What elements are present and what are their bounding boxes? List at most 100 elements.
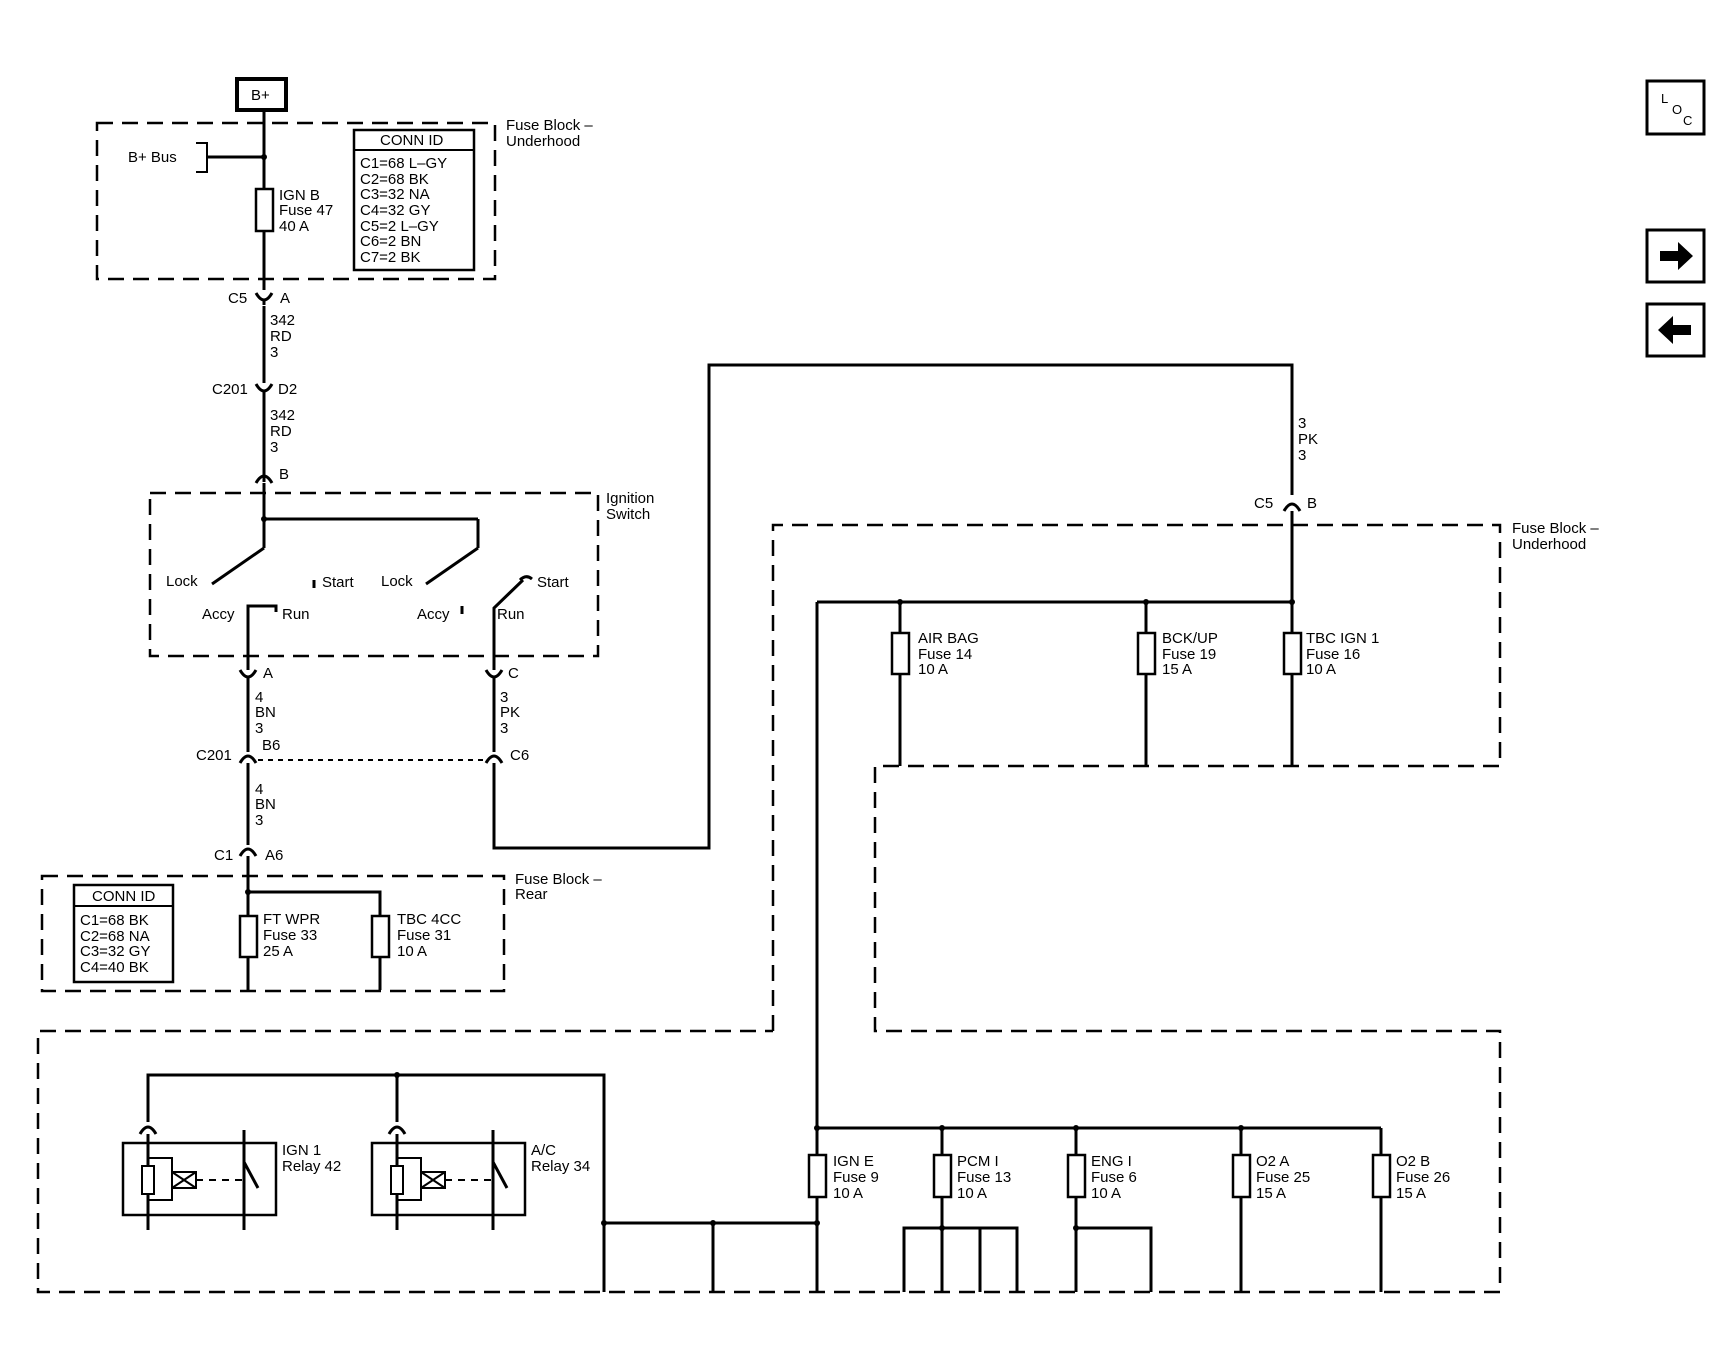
diagram-label: C3=32 NA (360, 186, 430, 203)
diagram-label: BN (255, 704, 276, 721)
diagram-label: Run (497, 606, 525, 623)
previous-page-button[interactable] (1645, 302, 1706, 358)
diagram-label: C1=68 L–GY (360, 155, 447, 172)
fuse-pcm-i (932, 1153, 953, 1199)
diagram-label: O2 B (1396, 1153, 1430, 1170)
fuse-block-underhood-title-2: Underhood (506, 133, 580, 150)
diagram-label: Fuse 47 (279, 202, 333, 219)
diagram-label: C6=2 BN (360, 233, 421, 250)
diagram-label: TBC 4CC (397, 911, 461, 928)
diagram-label: B (279, 466, 289, 483)
diagram-label: Fuse 31 (397, 927, 451, 944)
diagram-label: Accy (202, 606, 235, 623)
diagram-label: C3=32 GY (80, 943, 150, 960)
diagram-label: 3 (500, 720, 508, 737)
diagram-label: O (1672, 102, 1682, 117)
diagram-label: C7=2 BK (360, 249, 420, 266)
diagram-label: Lock (381, 573, 413, 590)
fuse-block-rear-title-1: Fuse Block – (515, 871, 602, 888)
diagram-label: 3 (270, 439, 278, 456)
connector-c5-b-pin: B (1307, 495, 1317, 512)
next-page-button[interactable] (1645, 228, 1706, 284)
diagram-label: IGN B (279, 187, 320, 204)
fuse-block-rear-box (40, 874, 506, 993)
diagram-label: BCK/UP (1162, 630, 1218, 647)
connector-c5-a-pin: A (280, 290, 290, 307)
diagram-label: IGN E (833, 1153, 874, 1170)
diagram-label: Fuse 14 (918, 646, 972, 663)
diagram-label: C5=2 L–GY (360, 218, 439, 235)
diagram-label: Fuse 26 (1396, 1169, 1450, 1186)
diagram-label: Fuse 33 (263, 927, 317, 944)
diagram-label: C (508, 665, 519, 682)
diagram-label: 15 A (1256, 1185, 1286, 1202)
diagram-label: Fuse 25 (1256, 1169, 1310, 1186)
diagram-label: IGN 1 (282, 1142, 321, 1159)
diagram-label: 10 A (918, 661, 948, 678)
connector-c1-a6-id: C1 (214, 847, 233, 864)
connector-c201-d2-id: C201 (212, 381, 248, 398)
diagram-label: Relay 34 (531, 1158, 590, 1175)
fuse-tbc-ign-1 (1282, 631, 1303, 676)
fuse-block-rear-title-2: Rear (515, 886, 548, 903)
fuse-ign-b (254, 187, 275, 233)
ignition-switch-title-2: Switch (606, 506, 650, 523)
conn-id-table-rear: CONN ID C1=68 BK C2=68 NA C3=32 GY C4=40… (72, 883, 175, 984)
fuse-ft-wpr (238, 914, 259, 959)
diagram-label: Fuse 6 (1091, 1169, 1137, 1186)
diagram-label: 25 A (263, 943, 293, 960)
diagram-label: CONN ID (380, 132, 444, 149)
fuse-o2-a (1231, 1153, 1252, 1199)
diagram-label: RD (270, 423, 292, 440)
diagram-label: Lock (166, 573, 198, 590)
fuse-eng-i (1066, 1153, 1087, 1199)
fuse-tbc-4cc (370, 914, 391, 959)
diagram-label: 3 (1298, 447, 1306, 464)
connector-c5-a-id: C5 (228, 290, 247, 307)
connector-c201-b6-pin: B6 (262, 737, 280, 754)
diagram-label: 10 A (957, 1185, 987, 1202)
connector-c201-d2-pin: D2 (278, 381, 297, 398)
arrow-left-icon (1658, 316, 1691, 344)
diagram-label: 4 (255, 781, 263, 798)
diagram-label: A (263, 665, 273, 682)
fuse-o2-b (1371, 1153, 1392, 1199)
connector-c5-b-id: C5 (1254, 495, 1273, 512)
diagram-label: 3 (255, 720, 263, 737)
diagram-label: C4=32 GY (360, 202, 430, 219)
diagram-label: PK (1298, 431, 1318, 448)
diagram-label: 3 (255, 812, 263, 829)
b-plus-bus-bracket (196, 142, 208, 173)
relay-a-c (370, 1130, 527, 1230)
diagram-label: FT WPR (263, 911, 320, 928)
fuse-block-underhood-right-title-1: Fuse Block – (1512, 520, 1599, 537)
diagram-label: Relay 42 (282, 1158, 341, 1175)
arrow-right-icon (1660, 242, 1693, 270)
fuse-air-bag (890, 631, 911, 676)
diagram-label: 3 (500, 689, 508, 706)
diagram-label: RD (270, 328, 292, 345)
diagram-label: O2 A (1256, 1153, 1289, 1170)
b-plus-terminal: B+ (235, 77, 288, 112)
ignition-switch-box (148, 491, 600, 658)
diagram-label: C1=68 BK (80, 912, 149, 929)
diagram-label: CONN ID (92, 888, 156, 905)
diagram-label: 10 A (1306, 661, 1336, 678)
diagram-label: PK (500, 704, 520, 721)
diagram-label: 15 A (1162, 661, 1192, 678)
diagram-label: A/C (531, 1142, 556, 1159)
b-plus-bus-label: B+ Bus (128, 149, 177, 166)
fuse-block-underhood-title-1: Fuse Block – (506, 117, 593, 134)
diagram-label: 4 (255, 689, 263, 706)
diagram-label: 15 A (1396, 1185, 1426, 1202)
diagram-label: AIR BAG (918, 630, 979, 647)
diagram-label: Fuse 19 (1162, 646, 1216, 663)
conn-id-table-underhood: CONN ID C1=68 L–GY C2=68 BK C3=32 NA C4=… (352, 128, 476, 272)
diagram-label: BN (255, 796, 276, 813)
diagram-label: PCM I (957, 1153, 999, 1170)
diagram-label: C6 (510, 747, 529, 764)
relay-ign-1 (121, 1130, 278, 1230)
diagram-label: 342 (270, 407, 295, 424)
loc-button[interactable]: L O C (1645, 79, 1706, 136)
